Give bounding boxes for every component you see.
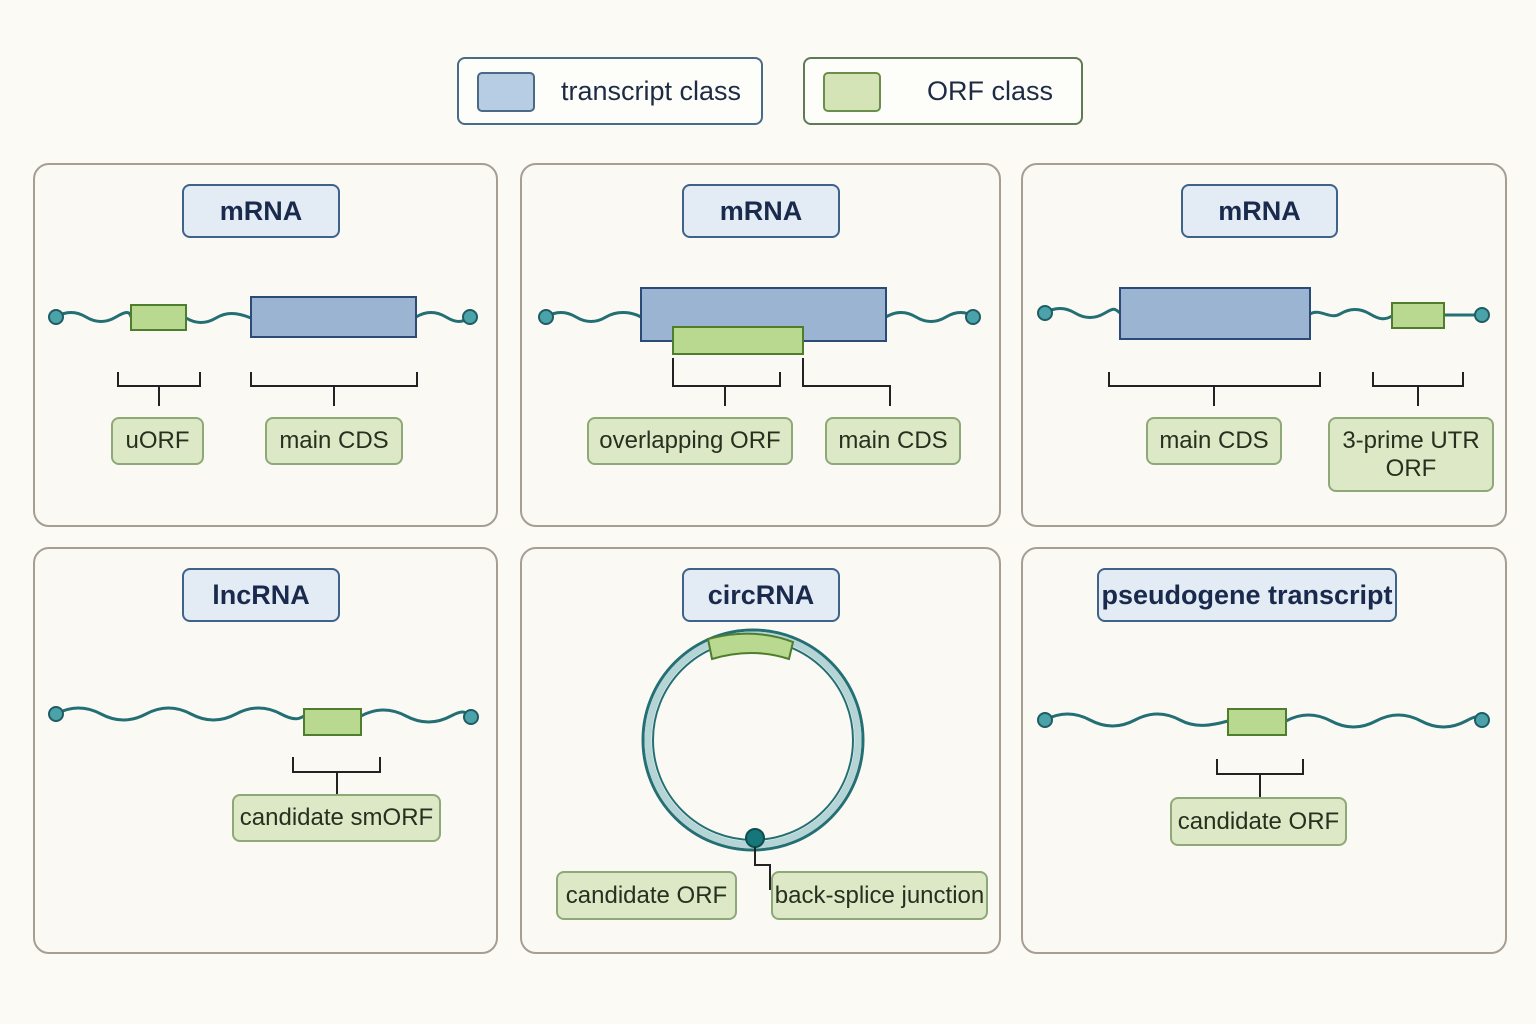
candidate-orf-label: candidate ORF — [1170, 797, 1347, 846]
rna-5prime-end — [1037, 305, 1053, 321]
uorf-label: uORF — [111, 417, 204, 465]
rna-strand — [55, 706, 305, 722]
rna-strand — [885, 311, 974, 323]
overlapping-orf-label: overlapping ORF — [587, 417, 793, 465]
uorf-bracket — [117, 372, 201, 406]
rna-5prime-end — [538, 309, 554, 325]
panel-1-title: mRNA — [182, 184, 340, 238]
rna-strand — [1285, 713, 1483, 729]
panel-2-drawing — [538, 287, 981, 406]
panel-4-drawing — [48, 706, 479, 795]
legend-orf-class: ORF class — [803, 57, 1083, 125]
main-cds-bracket — [250, 372, 418, 406]
rna-strand — [545, 311, 642, 323]
main-cds-label: main CDS — [825, 417, 961, 465]
rna-3prime-end — [1474, 307, 1490, 323]
circrna-orf-arc — [706, 632, 795, 661]
junction-connector — [754, 847, 771, 890]
main-cds-block — [1119, 287, 1311, 340]
legend-orf-label: ORF class — [927, 76, 1054, 106]
utr-orf-bracket — [1372, 372, 1464, 406]
panel-2-title: mRNA — [682, 184, 840, 238]
panel-1-drawing — [48, 296, 478, 406]
rna-3prime-end — [462, 309, 478, 325]
back-splice-junction-node — [745, 828, 765, 848]
panel-5-drawing — [641, 628, 865, 890]
rna-strand — [55, 311, 133, 323]
rna-strand — [1044, 307, 1121, 319]
back-splice-junction-label: back-splice junction — [771, 871, 988, 920]
panel-5-title: circRNA — [682, 568, 840, 622]
overlapping-orf-bracket — [672, 358, 781, 406]
transcript-class-swatch — [477, 72, 535, 112]
candidate-smorf-label: candidate smORF — [232, 794, 441, 842]
utr-orf-block — [1391, 302, 1445, 329]
circular-rna-outer — [641, 628, 865, 852]
main-cds-bracket — [1108, 372, 1321, 406]
uorf-block — [130, 304, 187, 331]
circular-rna-band — [644, 631, 862, 849]
rna-3prime-end — [1474, 712, 1490, 728]
orf-class-swatch — [823, 72, 881, 112]
rna-strand — [1044, 712, 1229, 728]
legend-transcript-label: transcript class — [561, 76, 742, 106]
legend-transcript-class: transcript class — [457, 57, 763, 125]
panel-3-title: mRNA — [1181, 184, 1338, 238]
rna-strand — [185, 312, 252, 324]
rna-3prime-end — [463, 709, 479, 725]
candidate-orf-bracket — [1216, 759, 1304, 798]
candidate-orf-block — [1227, 708, 1287, 736]
main-cds-block — [250, 296, 417, 338]
main-cds-bracket — [802, 358, 891, 406]
panel-3-drawing — [1037, 287, 1490, 406]
circular-rna-inner — [652, 639, 854, 841]
panel-4-title: lncRNA — [182, 568, 340, 622]
panel-6-drawing — [1037, 708, 1490, 798]
main-cds-label: main CDS — [1146, 417, 1282, 465]
rna-5prime-end — [1037, 712, 1053, 728]
main-cds-label: main CDS — [265, 417, 403, 465]
utr-orf-label: 3-prime UTR ORF — [1328, 417, 1494, 492]
panel-6-title: pseudogene transcript — [1097, 568, 1397, 622]
smorf-bracket — [292, 757, 381, 795]
rna-5prime-end — [48, 309, 64, 325]
candidate-orf-label: candidate ORF — [556, 871, 737, 920]
rna-3prime-end — [965, 309, 981, 325]
smorf-block — [303, 708, 362, 736]
rna-strand — [415, 311, 471, 323]
rna-strand — [1309, 308, 1393, 321]
rna-5prime-end — [48, 706, 64, 722]
overlapping-orf-block — [672, 326, 804, 355]
rna-strand — [360, 708, 472, 724]
